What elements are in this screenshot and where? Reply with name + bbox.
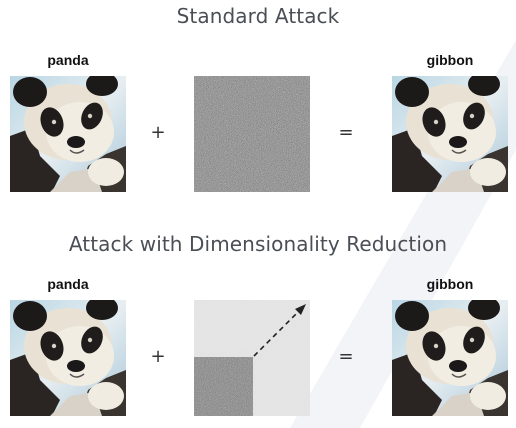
plus-sign: + <box>150 346 166 367</box>
upscale-arrow-head <box>295 304 306 315</box>
gibbon-label: gibbon <box>426 52 474 68</box>
adversarial-panda-image <box>392 76 508 192</box>
noise-perturbation-image <box>194 76 310 192</box>
panda-image <box>10 76 126 192</box>
reduced-noise-perturbation-image <box>194 300 310 416</box>
panda-label: panda <box>47 52 89 68</box>
equals-sign: = <box>338 346 354 367</box>
panda-label: panda <box>47 276 89 292</box>
gibbon-label: gibbon <box>426 276 474 292</box>
plus-sign: + <box>150 122 166 143</box>
upscale-arrow-line <box>253 309 301 357</box>
adversarial-panda-image <box>392 300 508 416</box>
dimensionality-reduction-title: Attack with Dimensionality Reduction <box>68 232 448 256</box>
standard-attack-title: Standard Attack <box>176 4 340 28</box>
equals-sign: = <box>338 122 354 143</box>
panda-image <box>10 300 126 416</box>
